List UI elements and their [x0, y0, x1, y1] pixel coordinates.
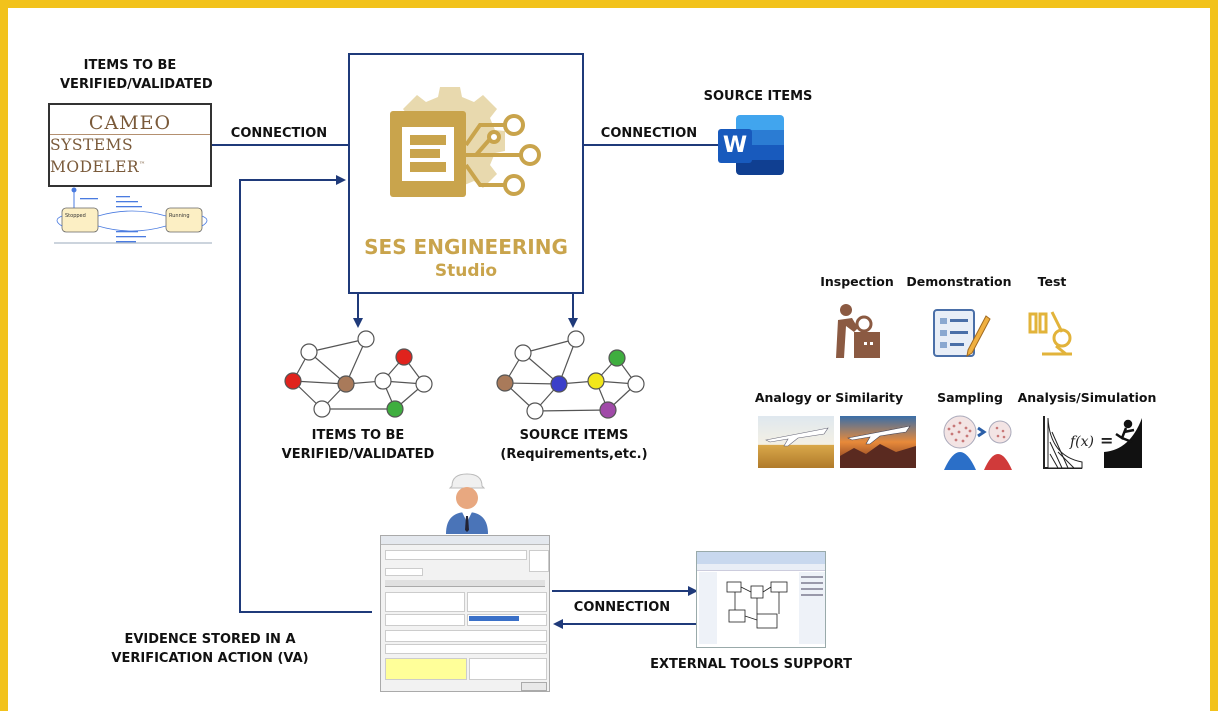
source-items-graph — [496, 330, 645, 420]
cameo-systems-modeler-logo: CAMEO SYSTEMS MODELER™ — [48, 103, 212, 187]
external-tools-label: EXTERNAL TOOLS SUPPORT — [650, 657, 852, 672]
word-icon: W — [718, 115, 786, 177]
items-graph — [284, 330, 433, 418]
state-stopped-label: Stopped — [65, 213, 86, 219]
label-line: VERIFIED/VALIDATED — [281, 447, 435, 462]
cameo-logo-line1: CAMEO — [88, 112, 172, 135]
ses-subtitle: Studio — [434, 261, 498, 281]
analogy-airplane-photo-1 — [758, 416, 834, 468]
items-to-verify-label-top: ITEMS TO BE VERIFIED/VALIDATED — [60, 56, 213, 94]
analysis-simulation-icon: f(x) = — [1043, 416, 1142, 469]
ses-title: SES ENGINEERING — [364, 235, 568, 259]
source-items-label-top: SOURCE ITEMS — [703, 89, 813, 104]
method-sampling-label: Sampling — [937, 390, 1003, 405]
label-line: EVIDENCE STORED IN A — [124, 632, 296, 647]
sampling-icon — [943, 415, 1012, 470]
inspection-icon — [836, 304, 880, 358]
method-demonstration-label: Demonstration — [906, 274, 1012, 289]
state-machine-thumbnail: Stopped Running — [54, 187, 212, 244]
method-analogy-label: Analogy or Similarity — [754, 390, 904, 405]
label-line: ITEMS TO BE — [311, 428, 405, 443]
label-line: (Requirements,etc.) — [500, 447, 648, 462]
external-tool-window — [696, 551, 826, 648]
method-test-label: Test — [1037, 274, 1067, 289]
source-items-label-mid: SOURCE ITEMS (Requirements,etc.) — [494, 426, 654, 464]
engineer-avatar — [446, 473, 488, 534]
method-inspection-label: Inspection — [820, 274, 894, 289]
demonstration-icon — [933, 309, 991, 357]
word-icon-letter: W — [718, 129, 752, 163]
cameo-logo-text: SYSTEMS MODELER — [50, 136, 140, 177]
method-analysis-label: Analysis/Simulation — [1017, 390, 1157, 405]
ses-engineering-studio-box: SES ENGINEERING Studio — [348, 53, 584, 294]
external-tool-drawing — [726, 581, 788, 629]
test-microscope-icon — [1028, 311, 1072, 356]
label-line: SOURCE ITEMS — [519, 428, 629, 443]
analogy-airplane-photo-2 — [840, 416, 916, 468]
connection-label-bottom: CONNECTION — [573, 600, 671, 615]
analysis-formula-text: f(x) — [1069, 434, 1094, 450]
trademark: ™ — [139, 161, 146, 169]
connection-label-left: CONNECTION — [230, 126, 328, 141]
label-line: ITEMS TO BE — [83, 58, 177, 73]
label-line: VERIFIED/VALIDATED — [60, 77, 213, 92]
connection-label-right: CONNECTION — [600, 126, 698, 141]
verification-action-window — [380, 535, 550, 692]
state-running-label: Running — [169, 213, 190, 219]
feedback-loop-arrow — [239, 175, 372, 613]
cameo-logo-line2: SYSTEMS MODELER™ — [50, 134, 210, 177]
equals-sign: = — [1100, 431, 1113, 450]
evidence-va-label: EVIDENCE STORED IN A VERIFICATION ACTION… — [100, 630, 320, 668]
items-to-verify-label-mid: ITEMS TO BE VERIFIED/VALIDATED — [278, 426, 438, 464]
label-line: VERIFICATION ACTION (VA) — [111, 651, 309, 666]
ses-logo-icon — [390, 87, 541, 197]
